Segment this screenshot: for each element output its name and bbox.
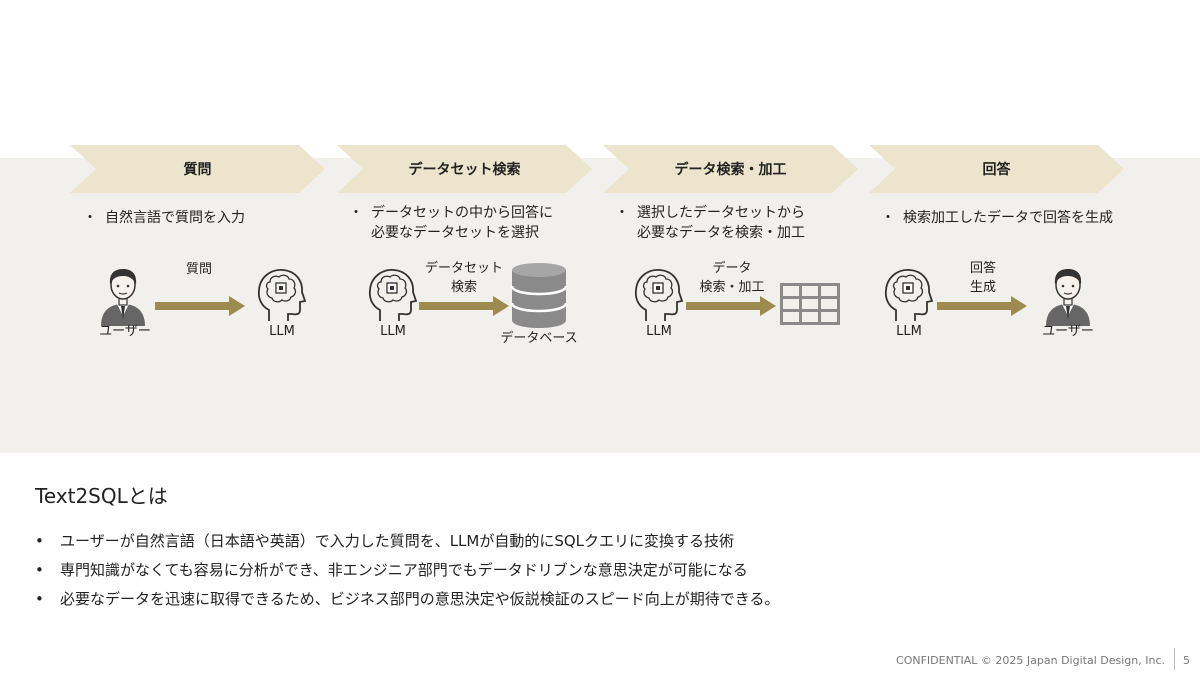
actor-label: LLM	[896, 324, 922, 339]
arrow-label: データセット検索	[424, 261, 503, 295]
step-chevron-dataset-search: データセット検索	[337, 145, 592, 193]
section-point: ユーザーが自然言語（日本語や英語）で入力した質問を、LLMが自動的にSQLクエリ…	[35, 527, 779, 556]
actor-label: LLM	[646, 324, 672, 339]
section-point: 専門知識がなくても容易に分析ができ、非エンジニア部門でもデータドリブンな意思決定…	[35, 556, 779, 585]
database-label: データベース	[500, 331, 578, 346]
confidential-label: CONFIDENTIAL	[896, 654, 978, 667]
actor-label: ユーザー	[1042, 324, 1094, 339]
actor-label: LLM	[269, 324, 295, 339]
step-title: 回答	[982, 162, 1011, 178]
user-icon	[101, 269, 145, 326]
arrow-icon	[686, 296, 776, 316]
step-description-line: 検索加工したデータで回答を生成	[903, 210, 1113, 226]
step-chevron-question: 質問	[70, 145, 325, 193]
step-title: データセット検索	[408, 162, 521, 178]
section-points: ユーザーが自然言語（日本語や英語）で入力した質問を、LLMが自動的にSQLクエリ…	[35, 527, 779, 614]
step-description-line: 必要なデータを検索・加工	[637, 225, 805, 241]
step-chevron-answer: 回答	[869, 145, 1124, 193]
actor-label: ユーザー	[99, 324, 151, 339]
brain-icon	[884, 269, 934, 321]
step-description: ・ 検索加工したデータで回答を生成	[881, 210, 1113, 226]
arrow-label: データ検索・加工	[699, 261, 765, 295]
footer-divider	[1174, 648, 1175, 670]
section-title: Text2SQLとは	[35, 484, 168, 508]
brain-icon	[634, 269, 684, 321]
arrow-icon	[155, 296, 245, 316]
database-icon	[510, 263, 568, 328]
step-description-line: データセットの中から回答に	[371, 205, 553, 221]
step-chevron-data-process: データ検索・加工	[603, 145, 858, 193]
brain-icon	[368, 269, 418, 321]
arrow-icon	[937, 296, 1027, 316]
step-description-line: 必要なデータセットを選択	[371, 225, 539, 241]
step-title: データ検索・加工	[674, 162, 787, 178]
step-description: ・ 自然言語で質問を入力	[83, 210, 245, 226]
section-point: 必要なデータを迅速に取得できるため、ビジネス部門の意思決定や仮説検証のスピード向…	[35, 585, 779, 614]
step-description-line: 選択したデータセットから	[637, 205, 805, 221]
page-number: 5	[1183, 654, 1190, 667]
step-title: 質問	[183, 162, 212, 178]
table-icon	[780, 283, 840, 325]
arrow-label: 質問	[185, 262, 212, 277]
arrow-label: 回答生成	[969, 261, 996, 295]
step-description-line: 自然言語で質問を入力	[105, 210, 245, 226]
arrow-icon	[419, 296, 509, 316]
user-icon	[1046, 269, 1090, 326]
step-description: ・ 選択したデータセットから 必要なデータを検索・加工	[615, 205, 805, 241]
footer-copyright: CONFIDENTIAL © 2025 Japan Digital Design…	[896, 654, 1165, 667]
brain-icon	[257, 269, 307, 321]
copyright-text: © 2025 Japan Digital Design, Inc.	[980, 654, 1165, 667]
actor-label: LLM	[380, 324, 406, 339]
step-description: ・ データセットの中から回答に 必要なデータセットを選択	[349, 205, 553, 241]
